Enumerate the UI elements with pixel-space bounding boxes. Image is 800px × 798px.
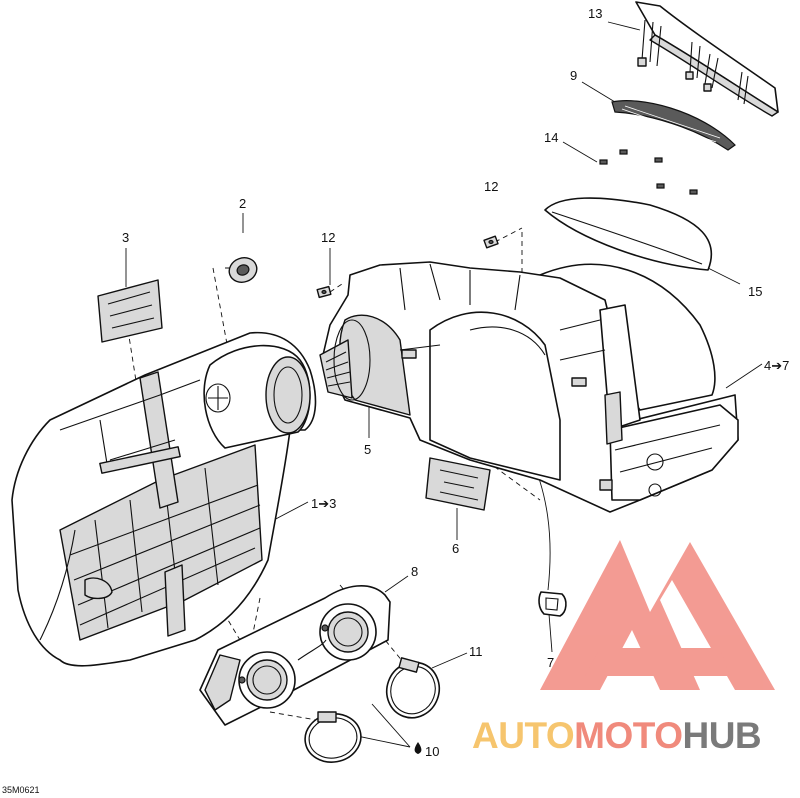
part-15-pad bbox=[544, 197, 713, 271]
watermark-moto: MOTO bbox=[574, 715, 682, 756]
loctite-drop-icon bbox=[414, 742, 422, 754]
callout-labels: 13 9 14 12 12 2 3 15 4➔7 5 1➔3 6 8 11 7 … bbox=[2, 6, 789, 795]
part-3-decal bbox=[97, 279, 163, 343]
callout-5: 5 bbox=[364, 442, 371, 457]
drawing-code: 35M0621 bbox=[2, 785, 40, 795]
watermark-auto: AUTO bbox=[472, 715, 574, 756]
callout-4-7: 4➔7 bbox=[764, 358, 789, 373]
part-13-bracket bbox=[635, 1, 779, 117]
watermark-hub: HUB bbox=[682, 715, 761, 756]
part-10-clamp bbox=[304, 711, 362, 763]
callout-14: 14 bbox=[544, 130, 558, 145]
watermark-logo-icon bbox=[540, 540, 775, 690]
part-6-label bbox=[425, 457, 491, 511]
callout-3: 3 bbox=[122, 230, 129, 245]
part-9-grille bbox=[611, 100, 736, 151]
callout-13: 13 bbox=[588, 6, 602, 21]
part-4-7-housing bbox=[319, 261, 739, 513]
callout-2: 2 bbox=[239, 196, 246, 211]
callout-8: 8 bbox=[411, 564, 418, 579]
part-11-clamp bbox=[385, 657, 441, 719]
callout-12-top: 12 bbox=[484, 179, 498, 194]
part-12-nuts bbox=[316, 235, 499, 299]
callout-10: 10 bbox=[425, 744, 439, 759]
part-2-grommet bbox=[228, 257, 258, 283]
part-14-clips bbox=[599, 149, 698, 195]
callout-12-left: 12 bbox=[321, 230, 335, 245]
part-8-flange bbox=[199, 584, 391, 726]
svg-text:AUTOMOTOHUB: AUTOMOTOHUB bbox=[472, 715, 761, 756]
part-1-3-airbox bbox=[11, 331, 317, 667]
callout-15: 15 bbox=[748, 284, 762, 299]
callout-11: 11 bbox=[469, 644, 483, 659]
part-7-seal bbox=[538, 591, 567, 617]
callout-6: 6 bbox=[452, 541, 459, 556]
watermark-text: AUTOMOTOHUB bbox=[472, 715, 762, 756]
callout-7: 7 bbox=[547, 655, 554, 670]
callout-1-3: 1➔3 bbox=[311, 496, 336, 511]
callout-9: 9 bbox=[570, 68, 577, 83]
